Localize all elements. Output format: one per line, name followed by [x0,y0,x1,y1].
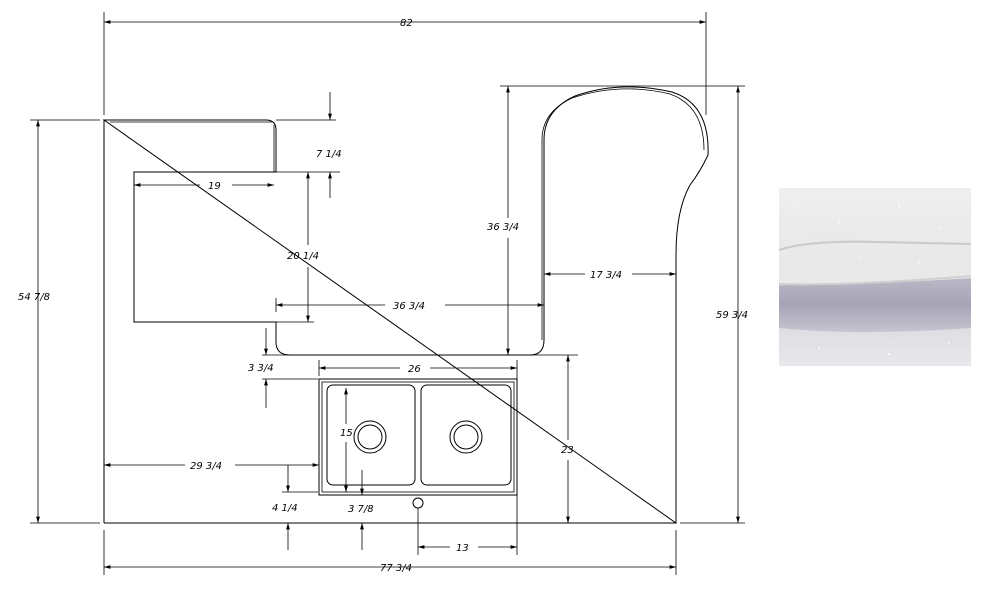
dimension-labels: 82 77 3/4 54 7/8 59 3/4 7 1/4 19 20 1/4 … [18,18,748,574]
sink-width-label: 26 [408,364,421,375]
double-sink [318,378,518,509]
faucet-offset-label: 13 [456,543,469,554]
peninsula-length-label: 19 [208,181,221,192]
front-edge-right-label: 3 7/8 [348,504,374,515]
right-height-label: 59 3/4 [716,310,748,321]
front-depth-label: 23 [561,445,574,456]
overall-width-label: 82 [400,18,413,29]
front-edge-left-label: 4 1/4 [272,503,298,514]
left-height-label: 54 7/8 [18,292,50,303]
sink-side-offset-label: 29 3/4 [190,461,222,472]
return-height-label: 36 3/4 [487,222,519,233]
peninsula-width-label: 20 1/4 [287,251,319,262]
run-width-label: 36 3/4 [393,301,425,312]
sink-back-offset-label: 3 3/4 [248,363,274,374]
bowl-depth-label: 15 [340,428,353,439]
countertop-outline [102,86,709,524]
faucet-hole [412,497,424,509]
return-width-label: 17 3/4 [590,270,622,281]
countertop-edge-sample [779,188,971,366]
base-width-label: 77 3/4 [380,563,412,574]
peninsula-depth-label: 7 1/4 [316,149,342,160]
dimension-lines [30,12,745,575]
